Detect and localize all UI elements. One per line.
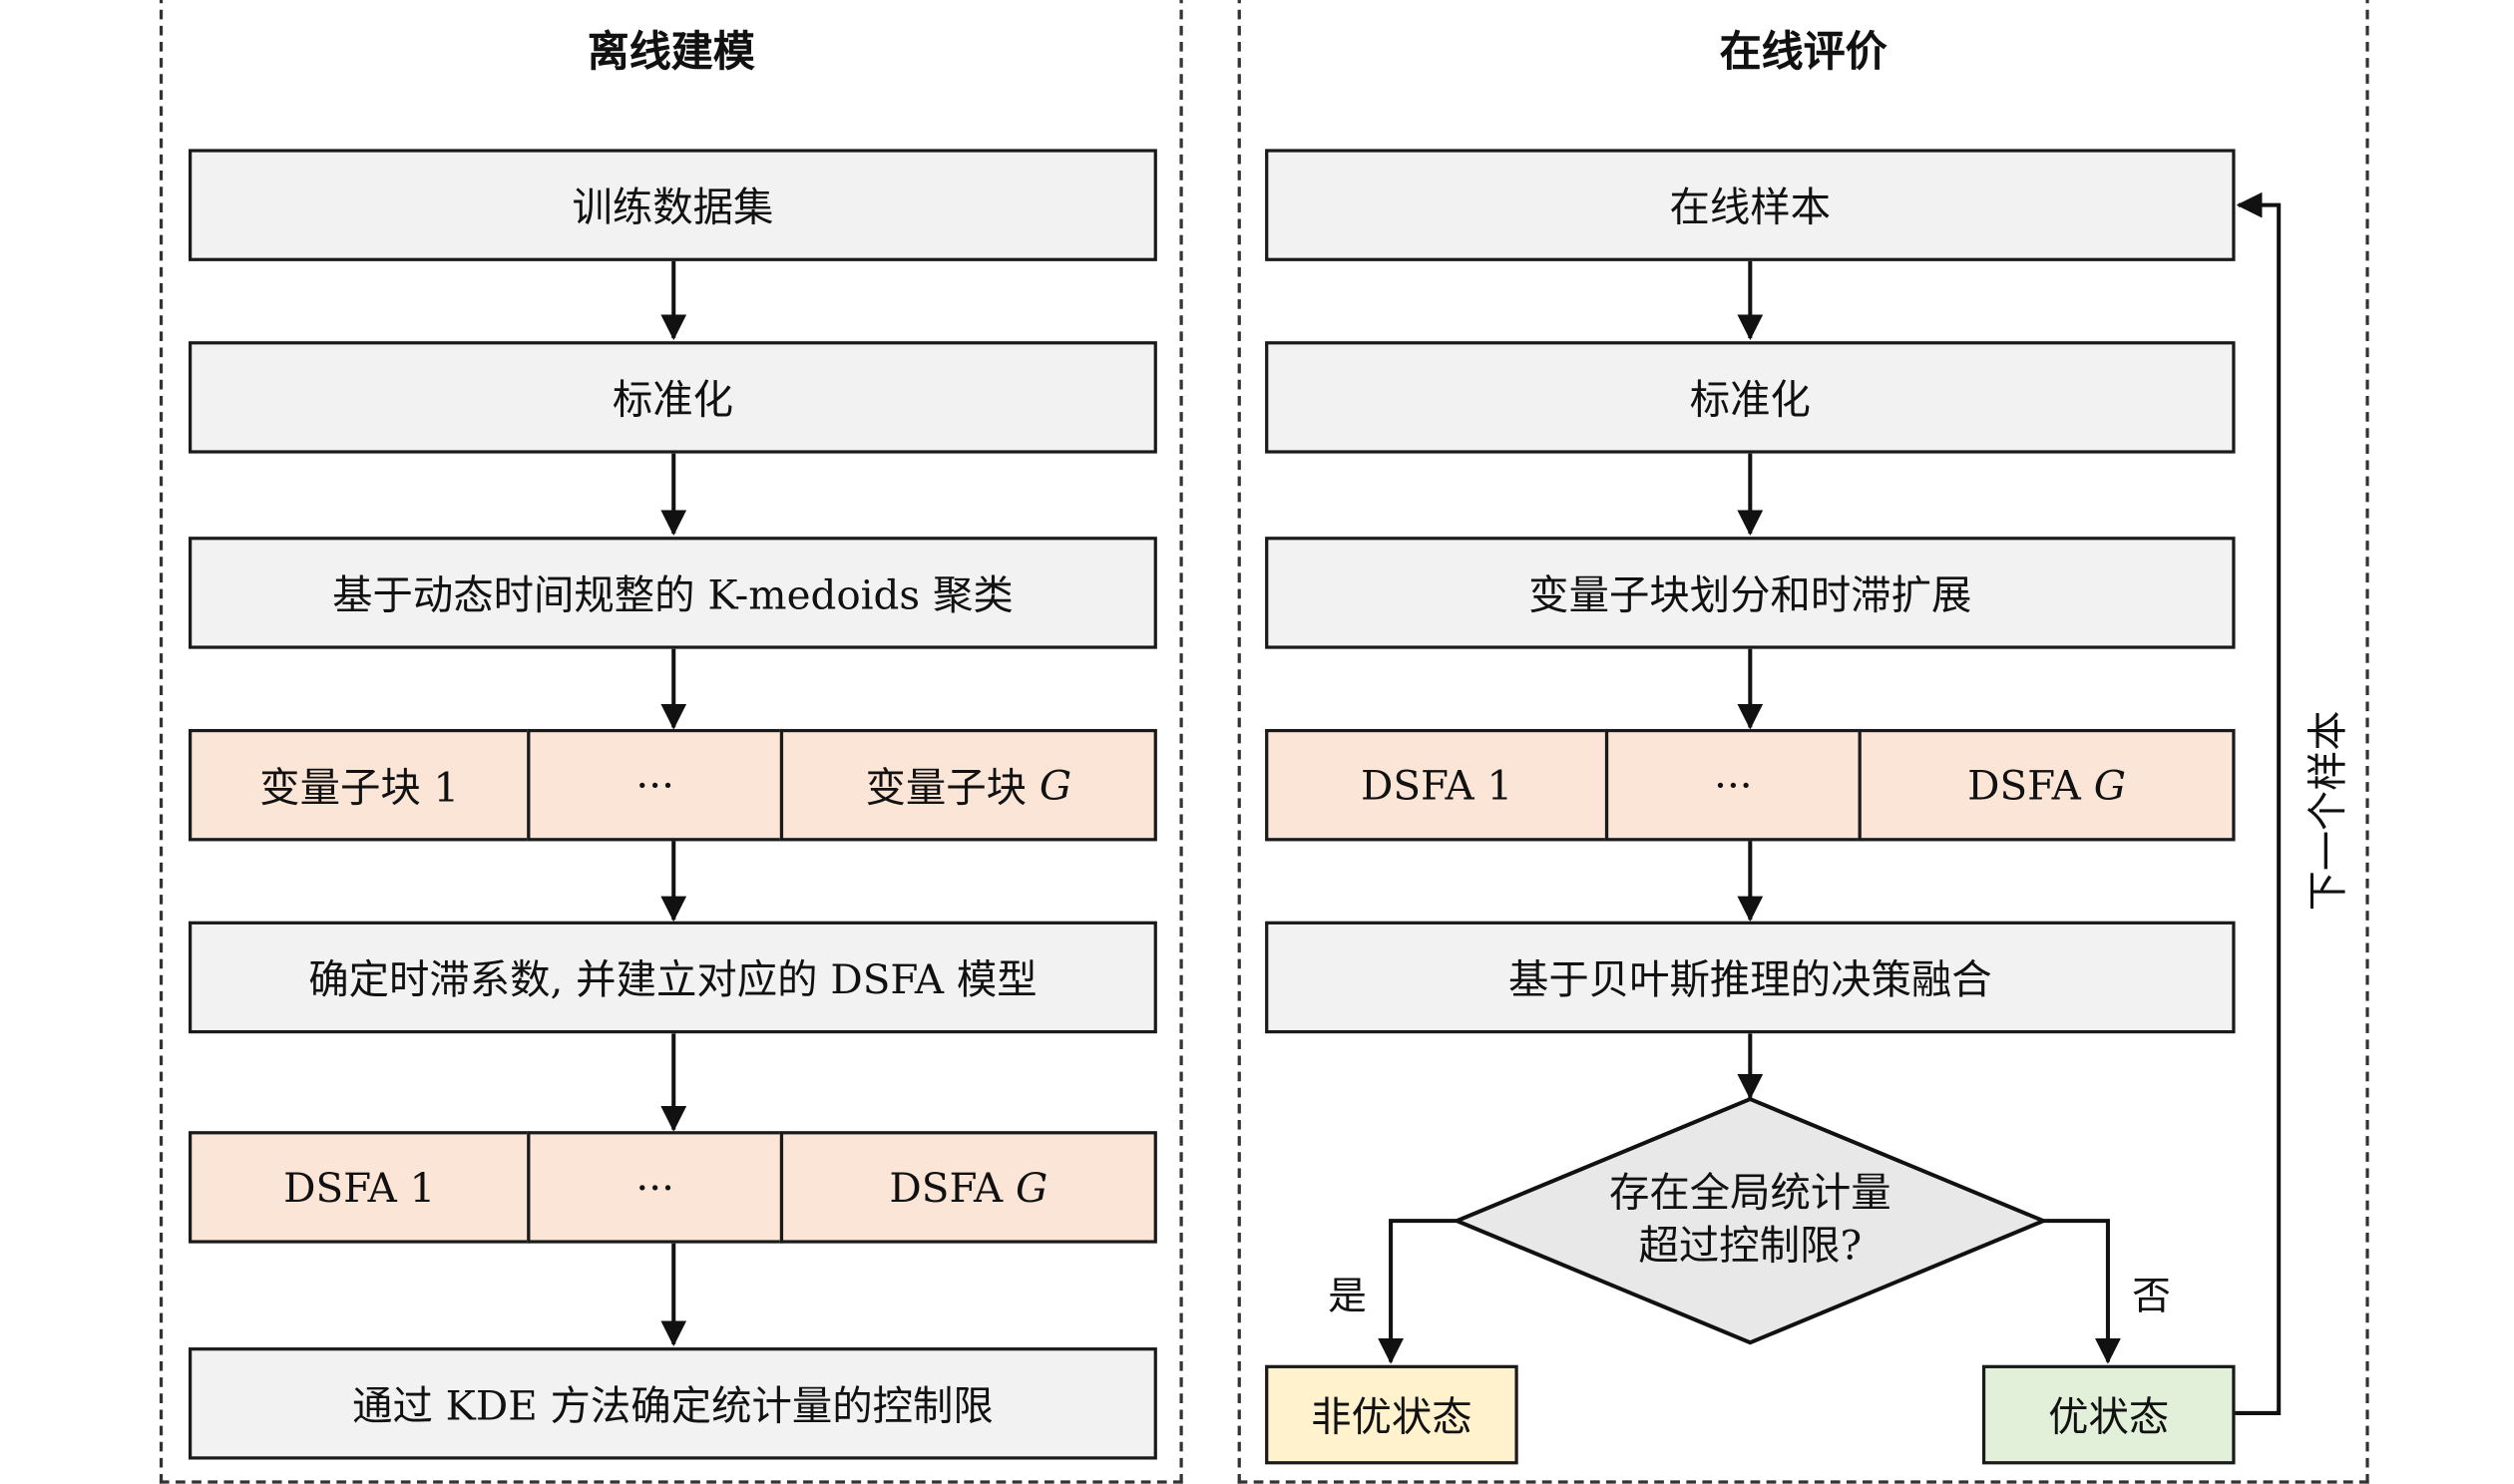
offline-dsfa-g: DSFA G [779, 1131, 1157, 1244]
fusion-box: 基于贝叶斯推理的决策融合 [1265, 921, 2236, 1034]
variable-block-g-prefix: 变量子块 [865, 764, 1028, 811]
online-dsfa-g: DSFA G [1858, 728, 2236, 842]
online-dsfa-ellipsis: ··· [1604, 728, 1862, 842]
offline-panel-title: 离线建模 [587, 28, 755, 78]
online-dsfa-g-var: G [2093, 761, 2126, 809]
control-limit-box: 通过 KDE 方法确定统计量的控制限 [189, 1347, 1157, 1460]
training-set-box: 训练数据集 [189, 149, 1157, 261]
online-dsfa-1-label: DSFA 1 [1360, 761, 1513, 809]
decision-line-2: 超过控制限? [1638, 1222, 1863, 1270]
offline-dsfa-1-label: DSFA 1 [283, 1164, 436, 1211]
control-limit-label: 通过 KDE 方法确定统计量的控制限 [352, 1382, 994, 1429]
online-standardize-box: 标准化 [1265, 341, 2236, 454]
non-optimal-state-box: 非优状态 [1265, 1364, 1518, 1465]
variable-block-1: 变量子块 1 [189, 728, 531, 842]
arrow-no-branch [2043, 1219, 2121, 1364]
variable-block-g-var: G [1039, 761, 1072, 809]
online-sample-box: 在线样本 [1265, 149, 2236, 261]
lag-model-label: 确定时滞系数, 并建立对应的 DSFA 模型 [308, 956, 1038, 1003]
online-dsfa-g-prefix: DSFA [1967, 761, 2081, 809]
no-label: 否 [2132, 1274, 2171, 1319]
yes-label: 是 [1328, 1274, 1367, 1319]
online-dsfa-1: DSFA 1 [1265, 728, 1609, 842]
offline-dsfa-ellipsis: ··· [527, 1131, 784, 1244]
decision-line-1: 存在全局统计量 [1608, 1169, 1891, 1217]
offline-dsfa-dots: ··· [635, 1164, 674, 1211]
clustering-box: 基于动态时间规整的 K-medoids 聚类 [189, 537, 1157, 649]
clustering-label: 基于动态时间规整的 K-medoids 聚类 [332, 571, 1014, 619]
fusion-label: 基于贝叶斯推理的决策融合 [1507, 956, 1992, 1003]
lag-model-box: 确定时滞系数, 并建立对应的 DSFA 模型 [189, 921, 1157, 1034]
partition-box: 变量子块划分和时滞扩展 [1265, 537, 2236, 649]
online-sample-label: 在线样本 [1669, 184, 1832, 231]
variable-block-dots: ··· [635, 761, 674, 809]
online-standardize-label: 标准化 [1689, 376, 1811, 424]
offline-standardize-label: 标准化 [612, 376, 734, 424]
training-set-label: 训练数据集 [572, 184, 774, 231]
non-optimal-state-label: 非优状态 [1311, 1393, 1472, 1441]
offline-dsfa-g-var: G [1016, 1164, 1048, 1211]
variable-block-1-label: 变量子块 1 [259, 764, 460, 811]
next-sample-label: 下一个样本 [2304, 710, 2351, 912]
partition-label: 变量子块划分和时滞扩展 [1528, 571, 1972, 619]
variable-block-g: 变量子块 G [779, 728, 1157, 842]
offline-standardize-box: 标准化 [189, 341, 1157, 454]
arrow-feedback-loop [2233, 191, 2282, 1415]
online-dsfa-dots: ··· [1714, 761, 1753, 809]
variable-block-ellipsis: ··· [527, 728, 784, 842]
online-panel-title: 在线评价 [1719, 28, 1887, 78]
decision-text: 存在全局统计量 超过控制限? [1556, 1167, 1943, 1273]
offline-dsfa-g-prefix: DSFA [889, 1164, 1004, 1211]
offline-dsfa-1: DSFA 1 [189, 1131, 531, 1244]
optimal-state-label: 优状态 [2048, 1393, 2170, 1441]
decision-diamond [1452, 1096, 2049, 1345]
optimal-state-box: 优状态 [1981, 1364, 2236, 1465]
arrow-yes-branch [1378, 1219, 1458, 1364]
